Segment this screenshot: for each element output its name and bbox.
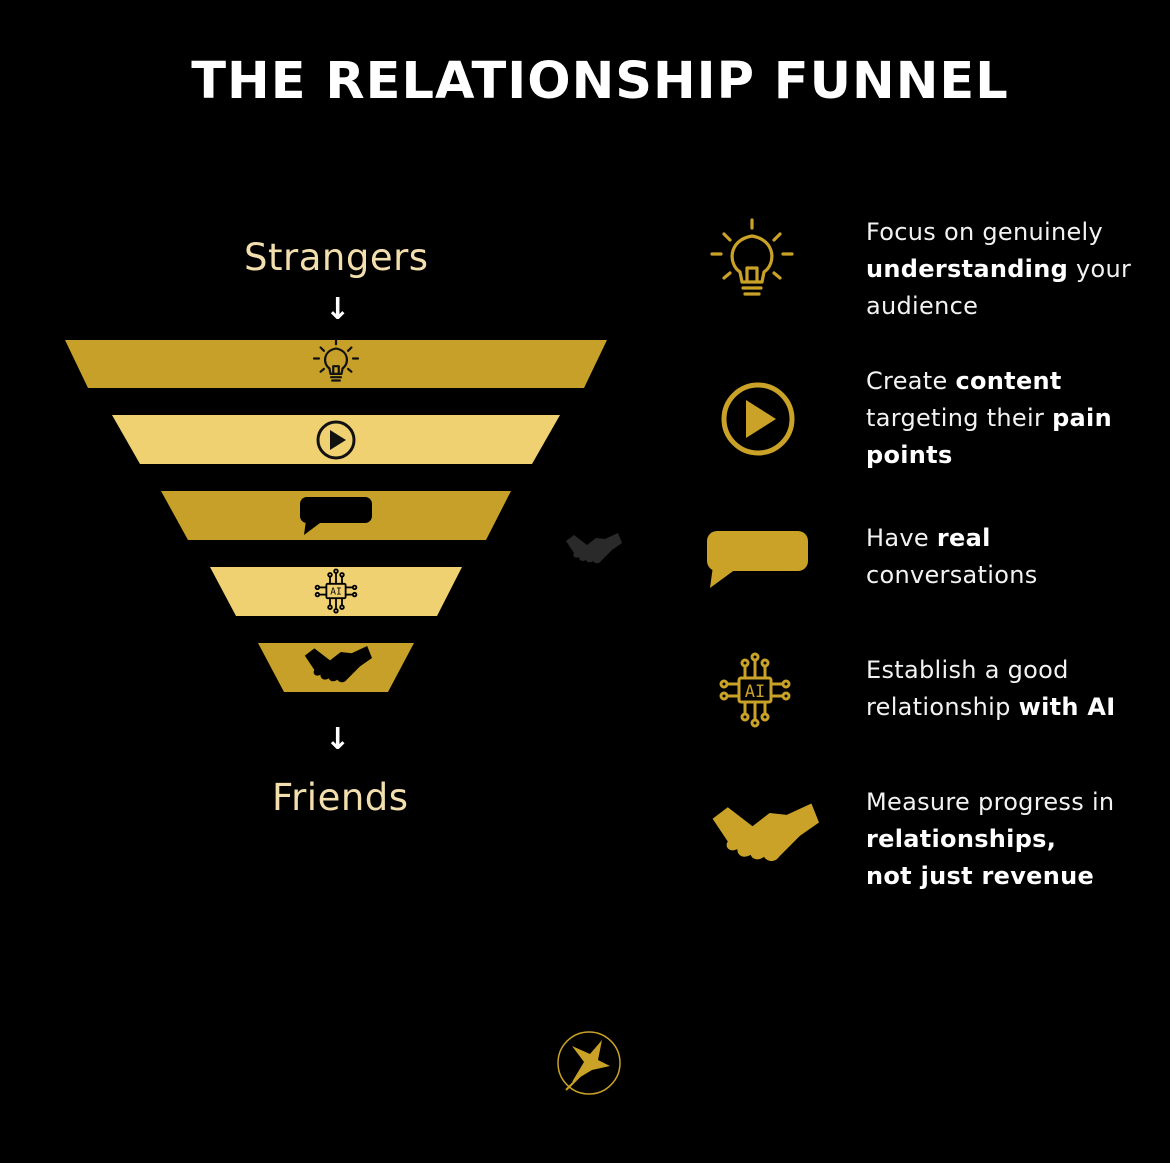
page-title: THE RELATIONSHIP FUNNEL xyxy=(191,52,1009,111)
emphasis-text: real xyxy=(936,524,991,552)
description-line: relationship with AI xyxy=(866,689,1166,726)
description-line: Measure progress in xyxy=(866,784,1166,821)
stage-description-4: Establish a good relationship with AI xyxy=(866,652,1166,726)
description-text: audience xyxy=(866,292,979,320)
description-text: your xyxy=(1068,255,1132,283)
description-text: Create xyxy=(866,367,956,395)
speech-bubble-icon xyxy=(707,531,808,588)
description-line: not just revenue xyxy=(866,858,1166,895)
description-line: Have real xyxy=(866,520,1166,557)
funnel-stage-4 xyxy=(210,567,462,616)
svg-text:AI: AI xyxy=(745,682,765,702)
description-text: Measure progress in xyxy=(866,788,1115,816)
description-text: relationship xyxy=(866,693,1019,721)
emphasis-text: not just revenue xyxy=(866,862,1095,890)
funnel-speech-bubble-icon xyxy=(300,497,372,535)
emphasis-text: relationships, xyxy=(866,825,1057,853)
stage-description-5: Measure progress in relationships, not jus… xyxy=(866,784,1166,895)
description-line: points xyxy=(866,437,1166,474)
funnel-top-label: Strangers xyxy=(244,236,429,279)
funnel-bottom-label: Friends xyxy=(272,776,409,819)
description-line: relationships, xyxy=(866,821,1166,858)
description-text: conversations xyxy=(866,561,1038,589)
emphasis-text: points xyxy=(866,441,953,469)
description-line: Focus on genuinely xyxy=(866,214,1166,251)
funnel-stage-1 xyxy=(65,340,607,388)
funnel-play-icon xyxy=(316,420,356,460)
description-line: Create content xyxy=(866,363,1166,400)
faint-handshake-icon xyxy=(566,533,622,564)
arrow-down-icon: ↓ xyxy=(325,722,351,757)
description-text: Focus on genuinely xyxy=(866,218,1104,246)
ai-chip-icon: AI xyxy=(719,652,791,728)
description-text: Establish a good xyxy=(866,656,1069,684)
description-line: audience xyxy=(866,288,1166,325)
description-text: Have xyxy=(866,524,937,552)
description-line: targeting their pain xyxy=(866,400,1166,437)
emphasis-text: content xyxy=(955,367,1062,395)
emphasis-text: pain xyxy=(1052,404,1112,432)
funnel-ai-chip-icon: AI xyxy=(314,568,358,614)
emphasis-text: understanding xyxy=(866,255,1069,283)
description-line: Establish a good xyxy=(866,652,1166,689)
description-line: understanding your xyxy=(866,251,1166,288)
stage-description-1: Focus on genuinely understanding your audi… xyxy=(866,214,1166,325)
handshake-icon xyxy=(712,803,819,861)
svg-text:AI: AI xyxy=(330,587,342,598)
emphasis-text: with AI xyxy=(1018,693,1116,721)
arrow-down-icon: ↓ xyxy=(325,292,351,327)
lightbulb-icon xyxy=(710,218,794,296)
play-icon xyxy=(721,382,795,456)
description-line: conversations xyxy=(866,557,1166,594)
description-text: targeting their xyxy=(866,404,1053,432)
stage-description-3: Have real conversations xyxy=(866,520,1166,594)
eagle-logo-icon xyxy=(557,1031,621,1095)
